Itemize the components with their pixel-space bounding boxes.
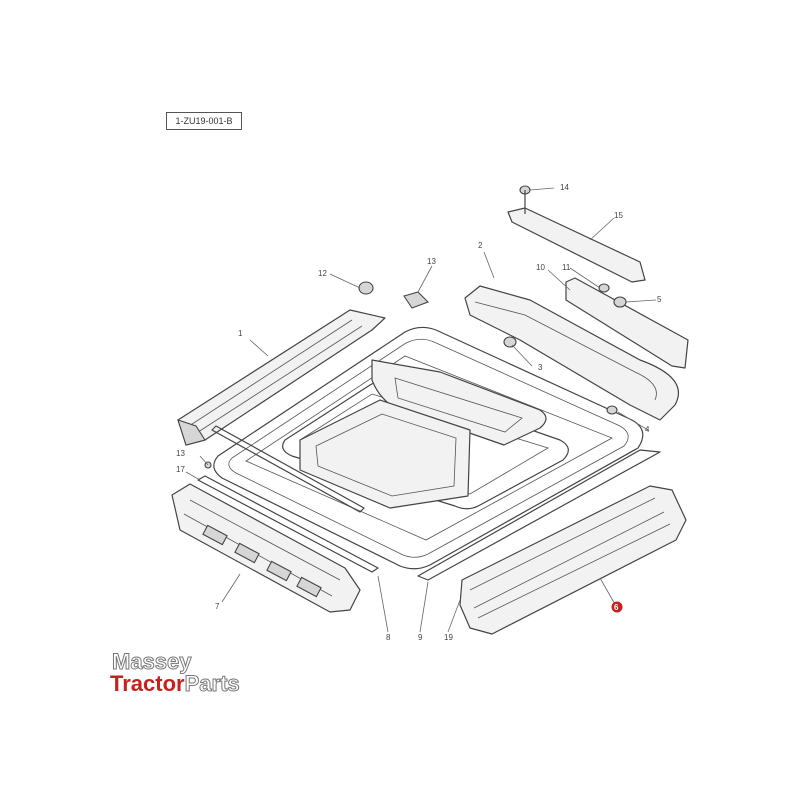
logo-line-1: Massey bbox=[112, 649, 193, 674]
callout-4: 4 bbox=[645, 425, 650, 434]
nut-12-icon bbox=[358, 281, 374, 295]
callout-9: 9 bbox=[418, 633, 423, 642]
logo-tractor: Tractor bbox=[110, 671, 185, 696]
massey-tractor-parts-logo: Massey TractorParts bbox=[110, 649, 270, 700]
part-1-left-rail bbox=[177, 309, 386, 446]
callout-6: 6 bbox=[614, 603, 619, 612]
callout-12: 12 bbox=[318, 269, 327, 278]
clip-13-icon bbox=[403, 291, 429, 309]
nut-3-icon bbox=[503, 336, 517, 348]
callout-6-highlight bbox=[611, 601, 623, 613]
callout-13-top: 13 bbox=[427, 257, 436, 266]
roof-frame bbox=[213, 326, 644, 570]
roof-window bbox=[282, 359, 569, 510]
callout-13-left: 13 bbox=[176, 449, 185, 458]
callout-7: 7 bbox=[215, 602, 220, 611]
callout-10: 10 bbox=[536, 263, 545, 272]
callout-labels: 1 2 3 4 5 6 7 8 9 10 11 12 13 13 14 15 1… bbox=[176, 183, 662, 642]
part-7-front-panel bbox=[171, 483, 361, 613]
logo-parts: Parts bbox=[184, 671, 240, 696]
nut-5-icon bbox=[613, 296, 627, 308]
part-6-rear-channel bbox=[459, 485, 687, 635]
callout-2: 2 bbox=[478, 241, 483, 250]
callout-3: 3 bbox=[538, 363, 543, 372]
callout-8: 8 bbox=[386, 633, 391, 642]
part-2-right-rail bbox=[464, 285, 680, 421]
leader-lines bbox=[185, 187, 657, 633]
callout-19: 19 bbox=[444, 633, 453, 642]
callout-1: 1 bbox=[238, 329, 243, 338]
part-15-bracket bbox=[507, 207, 689, 369]
bolt-4-icon bbox=[606, 405, 618, 415]
logo-line-2: TractorParts bbox=[110, 671, 240, 696]
callout-5: 5 bbox=[657, 295, 662, 304]
callout-14: 14 bbox=[560, 183, 569, 192]
callout-15: 15 bbox=[614, 211, 623, 220]
callout-17: 17 bbox=[176, 465, 185, 474]
callout-11: 11 bbox=[562, 263, 571, 272]
strip-parts bbox=[197, 425, 661, 581]
bolt-11-icon bbox=[598, 283, 610, 293]
diagram-reference-code: 1-ZU19-001-B bbox=[166, 112, 242, 130]
